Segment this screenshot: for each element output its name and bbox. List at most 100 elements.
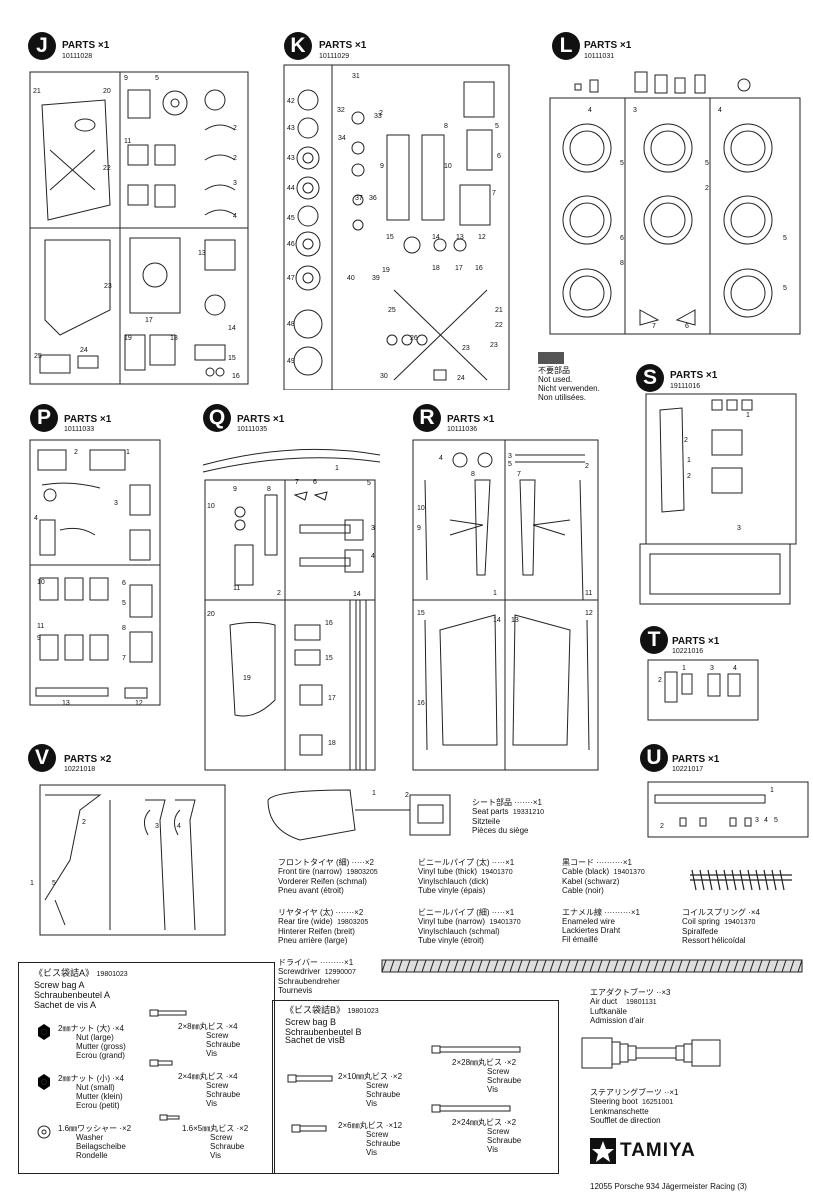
- svg-text:37: 37: [355, 195, 363, 202]
- parts-letter-r: R: [413, 404, 441, 432]
- svg-text:5: 5: [495, 123, 499, 130]
- screwdriver-en-row: Screwdriver 12990007: [278, 967, 356, 977]
- steering-en-row: Steering boot 16251001: [590, 1097, 679, 1107]
- svg-text:15: 15: [228, 355, 236, 362]
- bag-b-item-4-en: Screw: [487, 1127, 510, 1136]
- svg-text:9: 9: [380, 163, 384, 170]
- svg-text:32: 32: [337, 107, 345, 114]
- airduct-en-row: Air duct 19801131: [590, 997, 671, 1007]
- svg-text:33: 33: [374, 113, 382, 120]
- svg-text:7: 7: [517, 471, 521, 478]
- bag-b-item-1-fr: Vis: [366, 1099, 377, 1108]
- svg-text:2: 2: [405, 792, 409, 799]
- svg-text:24: 24: [457, 375, 465, 382]
- svg-text:2: 2: [379, 110, 383, 117]
- cable-en: Cable (black): [562, 867, 610, 876]
- svg-text:2: 2: [658, 677, 662, 684]
- parts-title-r: PARTS ×1: [447, 414, 495, 425]
- not-used-legend: 不要部品 Not used. Nicht verwenden. Non util…: [538, 352, 638, 407]
- svg-text:13: 13: [511, 617, 519, 624]
- svg-text:6: 6: [122, 580, 126, 587]
- screwdriver-fr: Tournevis: [278, 986, 313, 995]
- bag-a-item-3-fr: Ecrou (petit): [76, 1101, 120, 1110]
- bag-a-item-4-en: Screw: [206, 1081, 229, 1090]
- svg-text:16: 16: [232, 373, 240, 380]
- vinyl-thin-de: Vinylschlauch (schmal): [418, 927, 500, 936]
- svg-text:23: 23: [462, 345, 470, 352]
- svg-text:11: 11: [37, 623, 44, 630]
- svg-text:21: 21: [33, 88, 41, 95]
- svg-text:1: 1: [335, 465, 339, 472]
- cable-en-row: Cable (black) 19401370: [562, 867, 645, 877]
- sprue-s-drawing: 21 12 3: [639, 393, 797, 605]
- sprue-v-drawing: 23 41 5: [30, 784, 226, 936]
- front-tire-de: Vorderer Reifen (schmal): [278, 877, 367, 886]
- seat-label: シート部品 ·······×1 Seat parts 19331210 Sitz…: [472, 798, 544, 835]
- svg-text:17: 17: [455, 265, 463, 272]
- bag-a-item-6-jp: 1.6×5㎜丸ビス ·×2: [182, 1124, 249, 1133]
- bag-b-code: 19801023: [347, 1008, 379, 1015]
- rear-tire-code: 19803205: [337, 919, 369, 926]
- airduct-code: 19801131: [626, 999, 657, 1006]
- parts-code-u: 10221017: [672, 766, 704, 773]
- screwdriver-jp: ドライバー ·········×1: [278, 958, 354, 967]
- bag-b-de: Schraubenbeutel B: [285, 1027, 362, 1037]
- seat-en-row: Seat parts 19331210: [472, 807, 544, 817]
- svg-text:49: 49: [287, 358, 295, 365]
- svg-text:3: 3: [508, 453, 512, 460]
- bag-a-item-3-en: Nut (small): [76, 1083, 115, 1092]
- enamel-label: エナメル線 ··········×1 Enameled wire Lackier…: [562, 908, 640, 944]
- bag-a-item-5-jp: 1.6㎜ワッシャー ·×2: [58, 1124, 132, 1133]
- svg-text:2: 2: [74, 449, 78, 456]
- bag-a-item-2-fr: Vis: [206, 1049, 217, 1058]
- svg-text:23: 23: [490, 342, 498, 349]
- bag-b-item-3-en: Screw: [366, 1130, 389, 1139]
- bag-a-item-4-de: Schraube: [206, 1090, 241, 1099]
- rear-tire-label: リヤタイヤ (太) ·······×2 Rear tire (wide) 198…: [278, 908, 368, 945]
- svg-text:18: 18: [170, 335, 178, 342]
- svg-text:1: 1: [687, 457, 691, 464]
- not-used-swatch: [538, 352, 564, 364]
- rear-tire-jp: リヤタイヤ (太) ·······×2: [278, 908, 364, 917]
- airduct-fr: Admission d'air: [590, 1016, 644, 1025]
- svg-text:4: 4: [718, 107, 722, 114]
- coil-label: コイルスプリング ·×4 Coil spring 19401370 Spiral…: [682, 908, 760, 945]
- seat-de: Sitzteile: [472, 817, 501, 826]
- svg-text:11: 11: [124, 138, 131, 145]
- parts-title-v: PARTS ×2: [64, 754, 112, 765]
- parts-code-j: 10111028: [62, 53, 93, 60]
- svg-text:14: 14: [432, 234, 440, 241]
- svg-text:47: 47: [287, 275, 295, 282]
- svg-text:4: 4: [233, 213, 237, 220]
- svg-text:15: 15: [325, 655, 333, 662]
- parts-letter-q: Q: [203, 404, 231, 432]
- svg-text:3: 3: [155, 823, 159, 830]
- bag-a-item-3-de: Mutter (klein): [76, 1092, 123, 1101]
- svg-text:6: 6: [497, 153, 501, 160]
- svg-text:12: 12: [135, 700, 143, 707]
- footer-code: 12055 Porsche 934 Jägermeister Racing (3…: [590, 1182, 747, 1191]
- bag-a-item-6-fr: Vis: [210, 1151, 221, 1160]
- svg-text:3: 3: [114, 500, 118, 507]
- bag-b-item-1-jp: 2×10㎜丸ビス ·×2: [338, 1072, 403, 1081]
- bag-a-item-6-en: Screw: [210, 1133, 233, 1142]
- svg-text:17: 17: [145, 317, 153, 324]
- svg-text:40: 40: [347, 275, 355, 282]
- svg-text:22: 22: [495, 322, 503, 329]
- svg-text:5: 5: [620, 160, 624, 167]
- bag-b-fr: Sachet de visB: [285, 1035, 346, 1045]
- airduct-de: Luftkanäle: [590, 1007, 627, 1016]
- rear-tire-en: Rear tire (wide): [278, 917, 333, 926]
- airduct-en: Air duct: [590, 997, 618, 1006]
- svg-text:42: 42: [287, 98, 295, 105]
